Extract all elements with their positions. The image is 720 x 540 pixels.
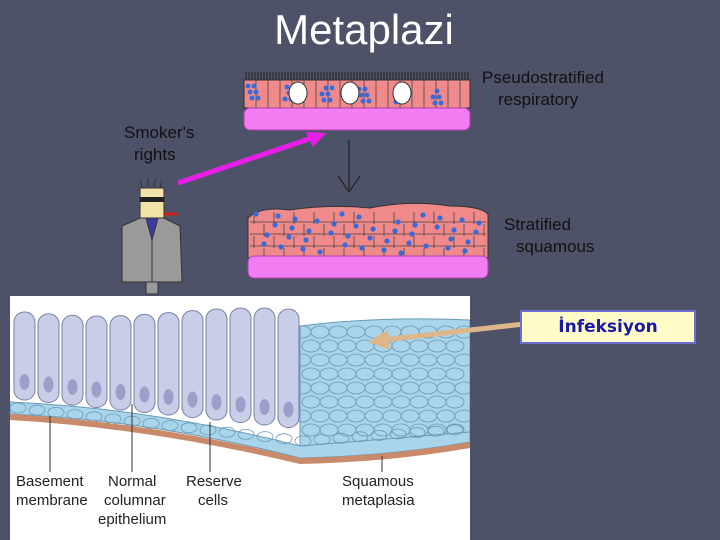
- reserve-cells-label: Reserve cells: [186, 472, 242, 510]
- squamous-metaplasia-label: Squamous metaplasia: [342, 472, 415, 510]
- infection-callout: İnfeksiyon: [520, 310, 696, 344]
- metaplasia-illustration: [10, 307, 470, 472]
- stratified-label: Stratified squamous: [504, 214, 594, 258]
- reserve-line2: cells: [198, 492, 229, 509]
- smoker-label-line2: rights: [134, 145, 176, 164]
- smoker-label: Smoker's rights: [124, 122, 194, 166]
- upper-panel: Pseudostratified respiratory Smoker's ri…: [121, 67, 604, 295]
- squamous-line2: metaplasia: [342, 492, 415, 509]
- pseudostratified-epithelium: [243, 72, 471, 131]
- basement-membrane-label: Basement membrane: [16, 472, 88, 510]
- pseudostratified-label-line1: Pseudostratified: [482, 68, 604, 87]
- basement-line2: membrane: [16, 492, 88, 509]
- reserve-line1: Reserve: [186, 473, 242, 490]
- normal-line3: epithelium: [98, 511, 167, 528]
- normal-line1: Normal: [108, 473, 157, 490]
- squamous-line1: Squamous: [342, 473, 414, 490]
- stratified-label-line1: Stratified: [504, 215, 572, 234]
- normal-columnar-label: Normal columnar epithelium: [98, 472, 166, 529]
- lower-panel: Basement membrane Normal columnar epithe…: [10, 296, 470, 540]
- pseudostratified-label-line2: respiratory: [498, 90, 579, 109]
- upper-illustration: [121, 72, 489, 295]
- stratified-squamous: [247, 202, 489, 279]
- basement-line1: Basement: [16, 473, 84, 490]
- transition-arrow: [337, 140, 361, 194]
- smoker-figure: [121, 177, 183, 295]
- slide-title: Metaplazi: [274, 6, 454, 53]
- normal-line2: columnar: [104, 492, 166, 509]
- stratified-label-line2: squamous: [516, 237, 595, 256]
- smoker-label-line1: Smoker's: [124, 123, 195, 142]
- pseudostratified-label: Pseudostratified respiratory: [482, 67, 604, 111]
- smoker-arrow: [177, 132, 326, 186]
